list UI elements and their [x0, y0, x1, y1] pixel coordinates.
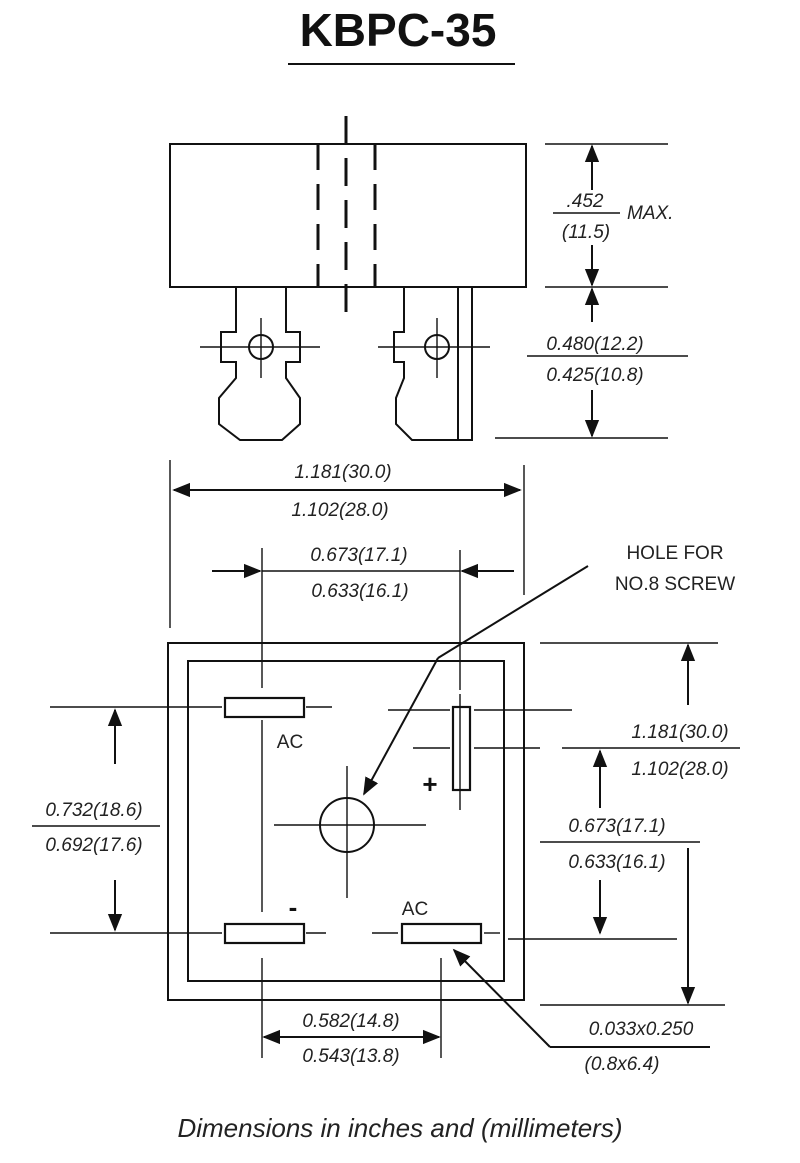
- dim-bottom-max: 0.582(14.8): [302, 1011, 399, 1032]
- dim-bottom-min: 0.543(13.8): [302, 1046, 399, 1067]
- terminal-left: [218, 287, 301, 441]
- terminal-right: [393, 287, 473, 441]
- dim-terminal-size-mm: (0.8x6.4): [585, 1054, 660, 1075]
- dim-right-min: 1.102(28.0): [631, 759, 728, 780]
- label-minus: -: [289, 892, 298, 922]
- label-ac-top: AC: [277, 732, 303, 753]
- dim-rpin-max: 0.673(17.1): [568, 816, 665, 837]
- hole-label-line2: NO.8 SCREW: [615, 574, 735, 595]
- dim-pin-top-min: 0.633(16.1): [311, 581, 408, 602]
- dim-height-max-label: MAX.: [627, 203, 673, 224]
- dim-pin-top-max: 0.673(17.1): [310, 545, 407, 566]
- terminal-minus: [223, 922, 306, 945]
- package-outer: [167, 642, 525, 1001]
- dim-left-max: 0.732(18.6): [45, 800, 142, 821]
- dim-height-mm: (11.5): [562, 222, 610, 243]
- dim-terminal-size-in: 0.033x0.250: [589, 1019, 694, 1040]
- dim-height-in: .452: [567, 191, 604, 212]
- dim-width-max: 1.181(30.0): [294, 462, 391, 483]
- dim-terminal-min: 0.425(10.8): [546, 365, 643, 386]
- footer-note: Dimensions in inches and (millimeters): [177, 1113, 622, 1143]
- hole-label-line1: HOLE FOR: [626, 543, 723, 564]
- dim-width-min: 1.102(28.0): [291, 500, 388, 521]
- leader-terminal-2: [452, 948, 551, 1048]
- terminal-ac-bottom: [400, 922, 483, 945]
- body-outline: [169, 143, 527, 288]
- dim-rpin-min: 0.633(16.1): [568, 852, 665, 873]
- side-view: .452 (11.5) MAX. 0.480(12.2) 0.425(10.8): [169, 116, 688, 441]
- dim-right-max: 1.181(30.0): [631, 722, 728, 743]
- terminal-ac-top: [223, 696, 306, 719]
- leader-hole-2: [363, 657, 439, 796]
- label-ac-bottom: AC: [402, 899, 428, 920]
- top-view: 1.181(30.0) 1.102(28.0) 0.673(17.1) 0.63…: [32, 460, 740, 1075]
- terminal-plus: [451, 705, 472, 792]
- page-title: KBPC-35: [300, 4, 497, 56]
- label-plus: +: [422, 769, 437, 799]
- dim-terminal-max: 0.480(12.2): [546, 334, 643, 355]
- dim-left-min: 0.692(17.6): [45, 835, 142, 856]
- package-inner: [187, 660, 505, 982]
